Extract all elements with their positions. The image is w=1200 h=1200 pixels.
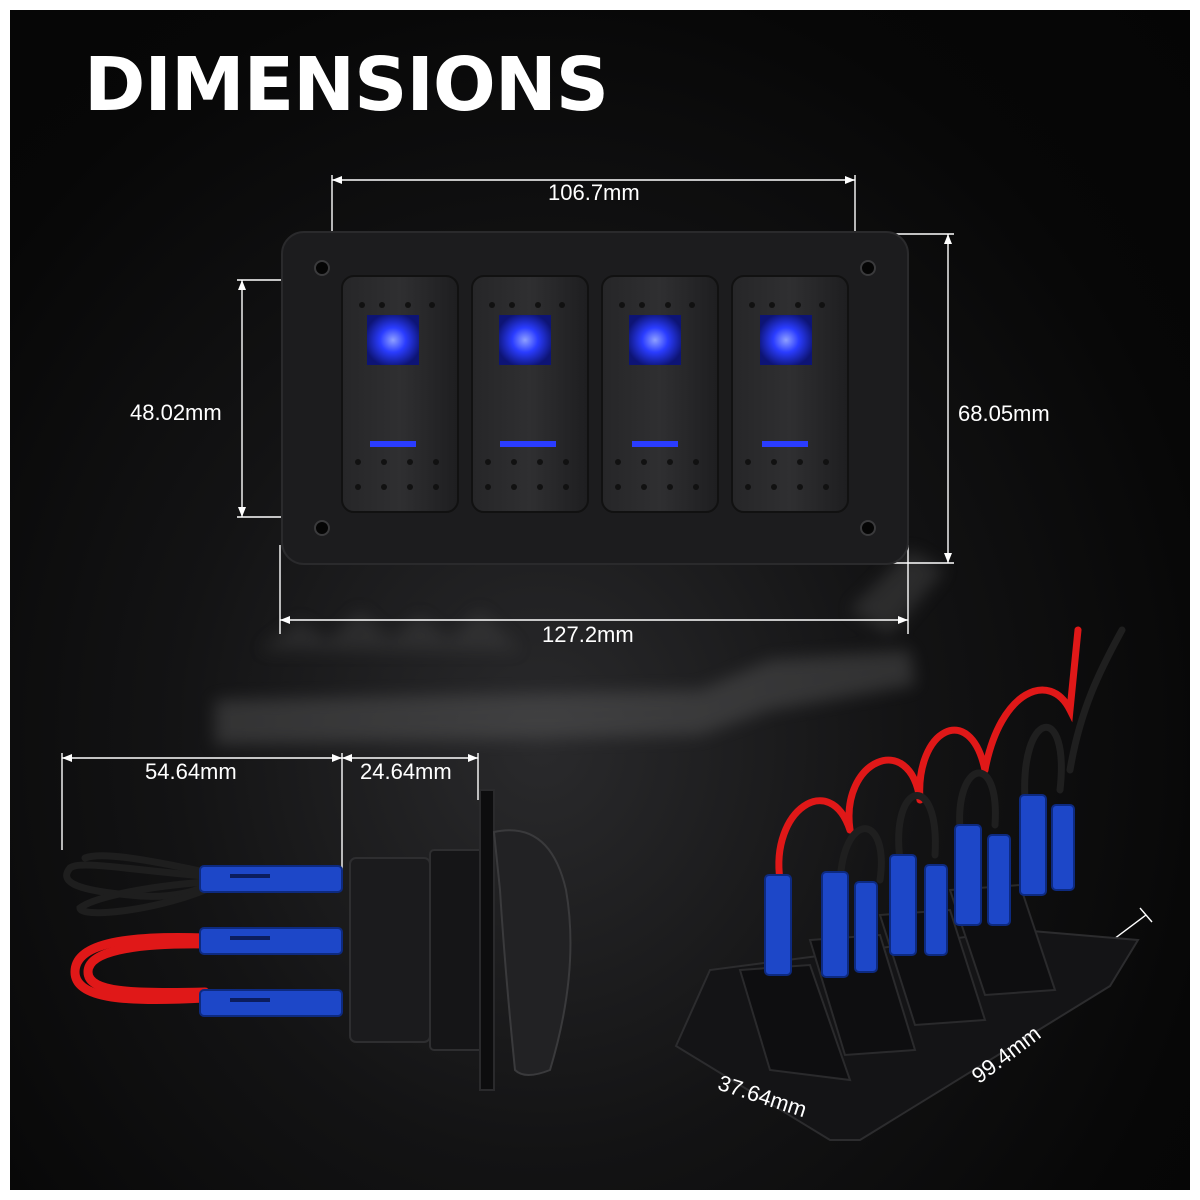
led-indicator-icon (760, 315, 812, 365)
led-indicator-icon (629, 315, 681, 365)
wire-terminal-icon (764, 794, 1075, 978)
dimension-top-width: 106.7mm (548, 180, 640, 205)
product-dimensions-image: DIMENSIONS (10, 10, 1190, 1190)
wire-terminal-icon (199, 865, 343, 1017)
dimension-side-depth-back: 54.64mm (145, 759, 237, 784)
rocker-switch-icon[interactable] (601, 275, 719, 513)
rocker-switch-icon[interactable] (341, 275, 459, 513)
dimension-side-depth-front: 24.64mm (360, 759, 452, 784)
led-indicator-icon (367, 315, 419, 365)
dimension-panel-height: 68.05mm (958, 401, 1050, 426)
switch-side-view (63, 789, 572, 1091)
dimension-switch-height: 48.02mm (130, 400, 222, 425)
rocker-switch-icon[interactable] (471, 275, 589, 513)
rocker-switch-icon[interactable] (731, 275, 849, 513)
switch-panel-rear-view (674, 626, 1140, 1141)
switch-panel-front (281, 231, 909, 565)
background-glow (215, 550, 945, 745)
page-title: DIMENSIONS (84, 42, 609, 128)
led-indicator-icon (499, 315, 551, 365)
dimension-panel-width: 127.2mm (542, 622, 634, 647)
